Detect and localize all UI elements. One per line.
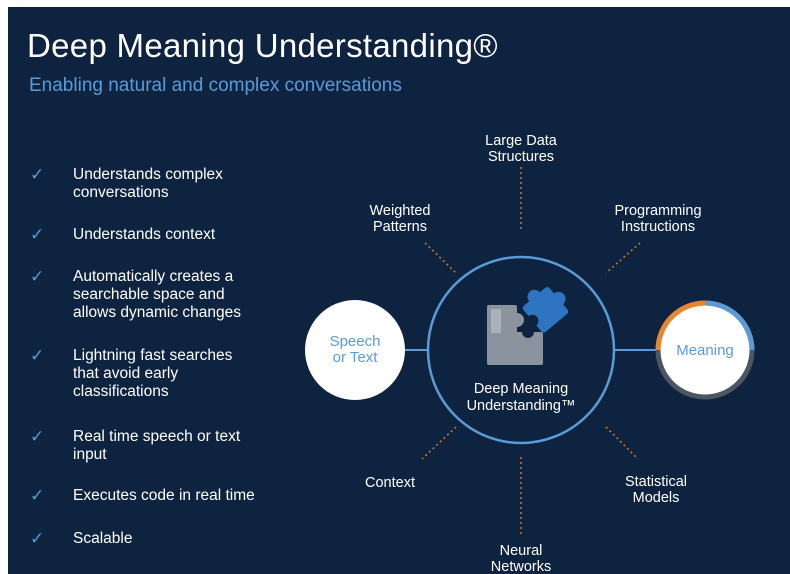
spoke-bottom-left	[421, 426, 457, 460]
page-subtitle: Enabling natural and complex conversatio…	[29, 75, 402, 96]
feature-text: Lightning fast searches that avoid early…	[73, 347, 233, 400]
spoke-label-top-left: Weighted Patterns	[369, 203, 431, 235]
checkmark-icon: ✓	[30, 427, 45, 446]
diagram-spokes	[421, 167, 641, 537]
checkmark-icon: ✓	[30, 529, 45, 548]
spoke-label-top: Large Data Structures	[485, 133, 557, 165]
feature-text: Understands complex conversations	[73, 166, 223, 201]
feature-text: Automatically creates a searchable space…	[73, 268, 242, 321]
spoke-label-top-right: Programming Instructions	[614, 203, 702, 235]
puzzle-pieces-icon	[487, 287, 569, 365]
output-ring-orange	[655, 300, 706, 351]
slide: Deep Meaning Understanding® Enabling nat…	[8, 7, 790, 574]
spoke-label-bottom-right: Statistical Models	[624, 474, 688, 506]
output-circle-label: Meaning	[676, 342, 734, 359]
feature-text: Understands context	[73, 226, 216, 243]
input-circle-label: Speech or Text	[329, 333, 381, 366]
output-circle	[657, 302, 753, 398]
output-ring-blue	[704, 300, 755, 351]
diagram-graphic	[305, 167, 755, 537]
spoke-label-bottom-left: Context	[365, 475, 415, 491]
center-ring	[426, 255, 616, 445]
spoke-label-bottom: Neural Networks	[490, 543, 552, 574]
spoke-top-left	[424, 242, 457, 274]
input-circle	[305, 300, 405, 400]
feature-text: Executes code in real time	[73, 487, 255, 504]
spoke-bottom-right	[605, 426, 639, 460]
feature-text: Scalable	[73, 530, 133, 547]
checkmark-icon: ✓	[30, 346, 45, 365]
checkmark-icon: ✓	[30, 267, 45, 286]
checkmark-icon: ✓	[30, 486, 45, 505]
feature-text: Real time speech or text input	[73, 428, 241, 463]
page-title: Deep Meaning Understanding®	[27, 27, 498, 64]
center-label: Deep Meaning Understanding™	[466, 381, 576, 414]
checkmark-icon: ✓	[30, 165, 45, 184]
checkmark-icon: ✓	[30, 225, 45, 244]
spoke-top-right	[605, 242, 641, 274]
